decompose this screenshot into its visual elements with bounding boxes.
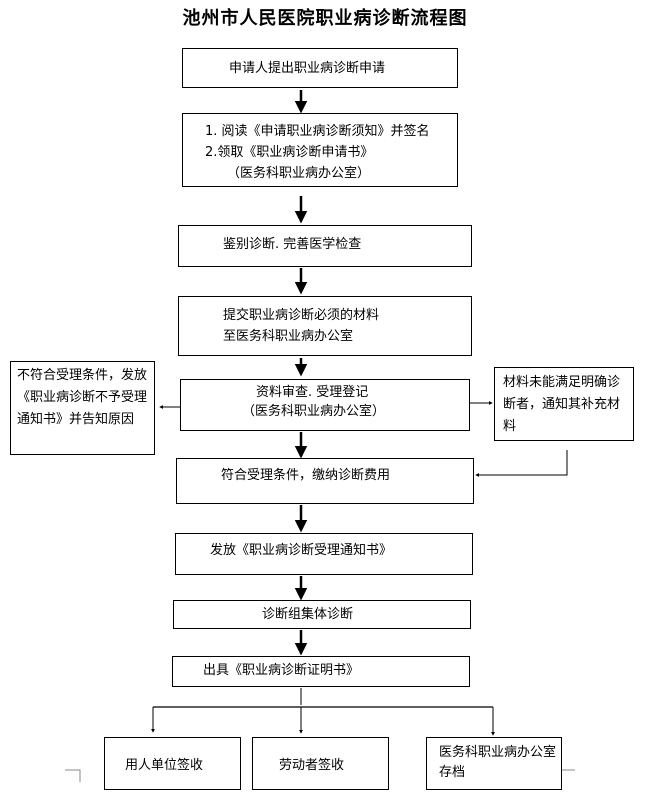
certificate-step: 出具《职业病诊断证明书》 <box>172 656 470 687</box>
archive-receipt: 医务科职业病办公室存档 <box>426 737 562 790</box>
arrow-supplement-to-accept <box>475 450 568 477</box>
read-form-step: 1. 阅读《申请职业病诊断须知》并签名 2.领取《职业病诊断申请书》 （医务科职… <box>182 113 458 187</box>
page-title: 池州市人民医院职业病诊断流程图 <box>182 8 468 29</box>
accept-step: 符合受理条件，缴纳诊断费用 <box>176 458 474 504</box>
employer-receipt: 用人单位签收 <box>104 737 241 790</box>
diagnosis-step: 鉴别诊断. 完善医学检查 <box>178 225 472 267</box>
apply-step: 申请人提出职业病诊断申请 <box>182 48 458 88</box>
corner-mark-left <box>65 769 81 782</box>
notice-step: 发放《职业病诊断受理通知书》 <box>175 533 473 575</box>
supplement-step: 材料未能满足明确诊断者，通知其补充材料 <box>494 367 634 441</box>
worker-receipt: 劳动者签收 <box>252 737 389 790</box>
review-step: 资料审查. 受理登记 （医务科职业病办公室） <box>180 379 470 431</box>
reject-step: 不符合受理条件，发放《职业病诊断不予受理通知书》并告知原因 <box>10 361 155 455</box>
submit-materials-step: 提交职业病诊断必须的材料 至医务科职业病办公室 <box>178 296 472 356</box>
corner-mark-right <box>559 769 575 782</box>
group-diagnosis-step: 诊断组集体诊断 <box>173 600 471 629</box>
